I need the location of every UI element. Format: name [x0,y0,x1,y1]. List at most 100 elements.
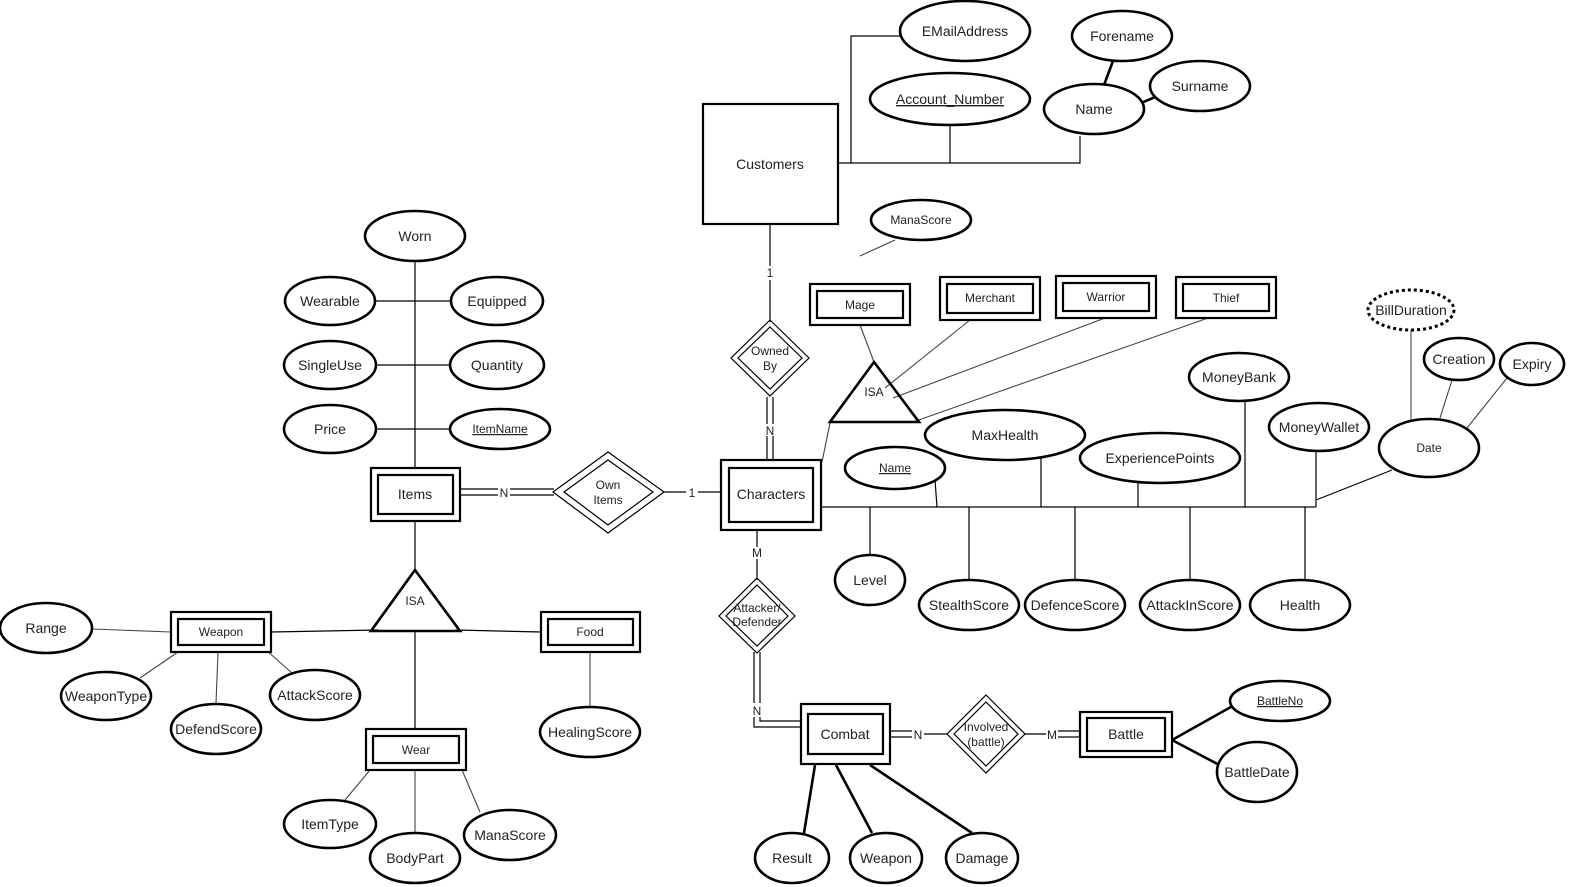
price-label: Price [314,421,346,437]
expiry-label: Expiry [1513,356,1552,372]
damage-label: Damage [956,850,1009,866]
attr-customer-name: Name [1042,82,1146,136]
attr-attack-in-score: AttackInScore [1138,578,1242,632]
isa-characters-label: ISA [864,385,883,399]
merchant-label: Merchant [965,291,1016,305]
attacker-defender-label-1: Attacker/ [733,601,781,615]
customers-label: Customers [736,156,804,172]
cardinality-n-involved: N [914,728,923,742]
attr-quantity: Quantity [448,339,546,391]
involved-label-1: Involved [964,720,1009,734]
attr-weapon-type: WeaponType [59,670,153,722]
attr-battle-date: BattleDate [1215,740,1299,804]
attacker-defender-label-2: Defender [732,615,781,629]
isa-characters: ISA [827,359,922,424]
attr-stealth-score: StealthScore [917,578,1021,632]
cardinality-one-items: 1 [689,486,696,500]
defence-score-label: DefenceScore [1031,597,1120,613]
single-use-label: SingleUse [298,357,362,373]
item-type-label: ItemType [301,816,359,832]
entity-combat: Combat [799,702,892,766]
entity-weapon: Weapon [169,610,273,654]
isa-items-label: ISA [405,594,424,608]
mage-manascore-label: ManaScore [890,213,952,227]
food-label: Food [576,625,603,639]
attr-mage-manascore: ManaScore [869,198,973,242]
weapon-label: Weapon [199,625,243,639]
entity-merchant: Merchant [938,275,1042,322]
bill-duration-label: BillDuration [1375,302,1447,318]
combat-label: Combat [820,726,869,742]
characters-label: Characters [737,486,805,502]
entity-customers: Customers [701,102,840,226]
cardinality-n-owned: N [766,424,775,438]
stealth-score-label: StealthScore [929,597,1009,613]
warrior-label: Warrior [1087,290,1126,304]
experience-points-label: ExperiencePoints [1106,450,1215,466]
relationship-involved-battle: Involved (battle) [946,694,1026,774]
creation-label: Creation [1433,351,1486,367]
date-label: Date [1416,441,1442,455]
result-label: Result [772,850,812,866]
attr-battle-no: BattleNo [1228,679,1332,723]
attack-in-score-label: AttackInScore [1146,597,1233,613]
attr-email: EMailAddress [898,0,1032,63]
entity-battle: Battle [1078,710,1174,759]
relationship-owned-by: Owned By [730,319,810,397]
entity-mage: Mage [808,282,912,327]
own-items-label-1: Own [596,478,621,492]
owned-by-label-2: By [763,359,777,373]
relationship-attacker-defender: Attacker/ Defender [718,577,796,654]
equipped-label: Equipped [467,293,526,309]
entity-items: Items [369,466,462,523]
attr-result: Result [753,831,831,885]
attr-single-use: SingleUse [282,339,378,391]
items-label: Items [398,486,432,502]
surname-label: Surname [1172,78,1229,94]
battle-date-label: BattleDate [1224,764,1290,780]
quantity-label: Quantity [471,357,523,373]
health-label: Health [1280,597,1320,613]
mage-label: Mage [845,298,875,312]
attr-range: Range [0,601,94,655]
forename-label: Forename [1090,28,1154,44]
attr-date: Date [1377,417,1481,479]
attr-healing-score: HealingScore [538,705,642,759]
attr-item-name: ItemName [448,407,552,451]
attr-health: Health [1248,578,1352,632]
attr-account-number: Account_Number [868,71,1032,127]
owned-by-label-1: Owned [751,344,789,358]
attr-item-type: ItemType [282,798,378,850]
combat-weapon-label: Weapon [860,850,912,866]
attr-worn: Worn [363,209,467,263]
attr-price: Price [282,403,378,455]
weapon-type-label: WeaponType [65,688,147,704]
entity-characters: Characters [719,458,823,532]
attr-money-wallet: MoneyWallet [1267,401,1371,453]
attr-wear-manascore: ManaScore [462,808,558,862]
attr-wearable: Wearable [283,275,377,327]
attr-damage: Damage [944,831,1020,885]
money-bank-label: MoneyBank [1202,369,1277,385]
customer-name-label: Name [1075,101,1113,117]
money-wallet-label: MoneyWallet [1279,419,1360,435]
attr-level: Level [833,553,907,607]
battle-no-label: BattleNo [1257,694,1303,708]
attr-defend-score: DefendScore [169,702,263,756]
attack-score-label: AttackScore [277,687,353,703]
relationship-own-items: Own Items [551,451,666,534]
level-label: Level [853,572,886,588]
body-part-label: BodyPart [386,850,444,866]
maxhealth-label: MaxHealth [972,427,1039,443]
healing-score-label: HealingScore [548,724,632,740]
customers-box [701,102,840,226]
cardinality-n-combat: N [753,704,762,718]
entity-food: Food [539,610,642,654]
attr-expiry: Expiry [1498,341,1566,387]
attr-money-bank: MoneyBank [1187,351,1291,403]
attr-combat-weapon: Weapon [848,831,924,885]
cardinality-n-items: N [500,486,509,500]
cardinality-one-owned: 1 [767,266,774,280]
cardinality-m-battle: M [1047,728,1057,742]
